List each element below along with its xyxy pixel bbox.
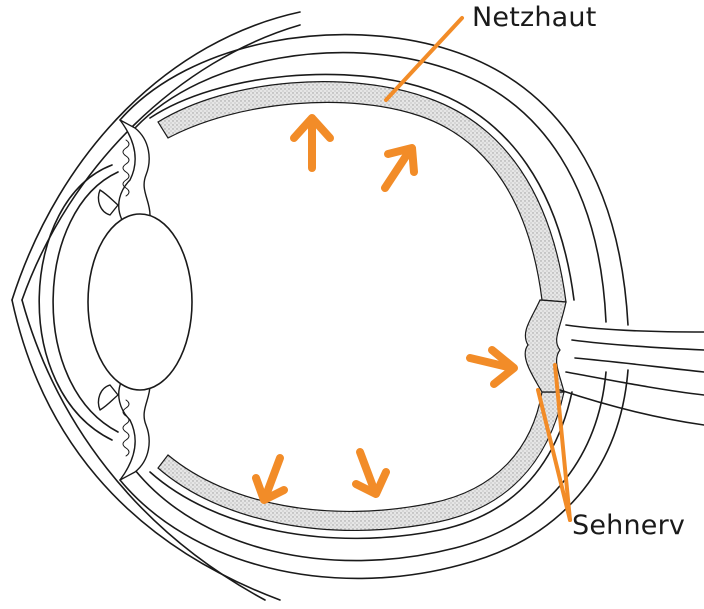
arrow-icon xyxy=(356,452,386,494)
arrow-icon xyxy=(385,148,414,188)
arrow-icon xyxy=(294,118,330,168)
label-netzhaut: Netzhaut xyxy=(472,2,597,33)
optic-nerve-top xyxy=(566,325,704,332)
optic-nerve-bottom-2 xyxy=(560,390,704,425)
retina-band xyxy=(158,82,566,302)
optic-disc xyxy=(525,300,566,392)
arrow-icon xyxy=(470,350,514,384)
optic-nerve-mid xyxy=(575,358,704,372)
iris-lower xyxy=(98,385,118,410)
label-sehnerv: Sehnerv xyxy=(572,510,685,541)
arrow-icon xyxy=(256,458,284,500)
optic-nerve-bottom xyxy=(566,372,704,395)
iris-upper xyxy=(98,190,118,215)
lens xyxy=(88,214,192,390)
optic-nerve-top-2 xyxy=(572,340,704,350)
